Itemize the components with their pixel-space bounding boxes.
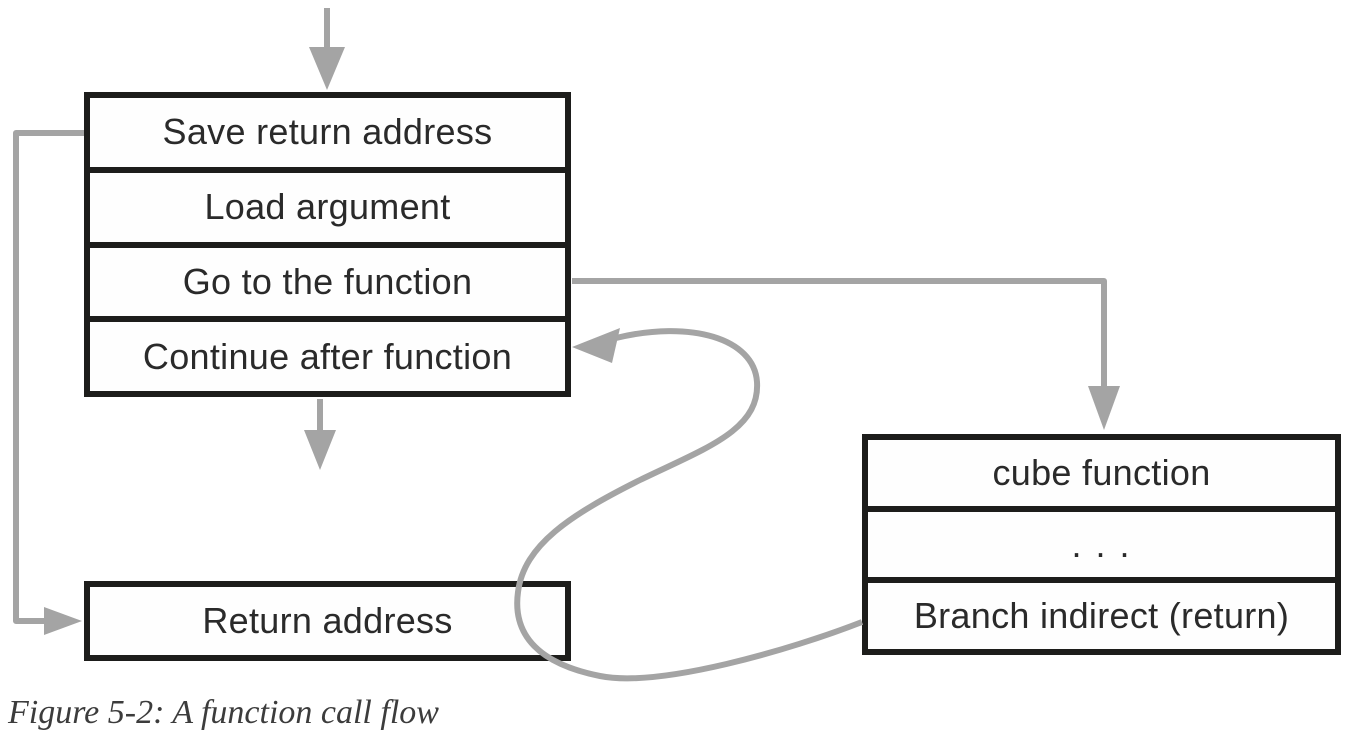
callee-row-label: . . .: [1071, 523, 1132, 565]
flow-step-label: Load argument: [204, 186, 451, 228]
callee-row-branch-indirect: Branch indirect (return): [868, 577, 1335, 650]
callee-row-cube-function: cube function: [868, 440, 1335, 506]
callee-row-ellipsis: . . .: [868, 505, 1335, 578]
entry-arrow-icon: [309, 8, 345, 90]
flow-step-label: Save return address: [162, 111, 493, 153]
flow-step-label: Continue after function: [142, 335, 513, 377]
save-return-address-arrow-icon: [13, 130, 84, 635]
flow-step-save-return-address: Save return address: [90, 98, 565, 167]
caller-stack: Save return address Load argument Go to …: [84, 92, 571, 397]
return-address-slot: Return address: [84, 581, 571, 661]
flow-step-continue-after-function: Continue after function: [90, 316, 565, 391]
return-address-label: Return address: [202, 600, 453, 641]
flow-step-load-argument: Load argument: [90, 166, 565, 242]
call-function-arrow-icon: [572, 278, 1120, 430]
return-address-cell: Return address: [90, 587, 565, 655]
flow-step-label: Go to the function: [182, 260, 473, 302]
callee-row-label: Branch indirect (return): [913, 595, 1290, 637]
callee-row-label: cube function: [992, 451, 1211, 493]
flow-step-go-to-function: Go to the function: [90, 241, 565, 317]
figure-caption: Figure 5-2: A function call flow: [8, 694, 439, 731]
continue-down-arrow-icon: [304, 399, 336, 470]
callee-stack: cube function . . . Branch indirect (ret…: [862, 434, 1341, 655]
